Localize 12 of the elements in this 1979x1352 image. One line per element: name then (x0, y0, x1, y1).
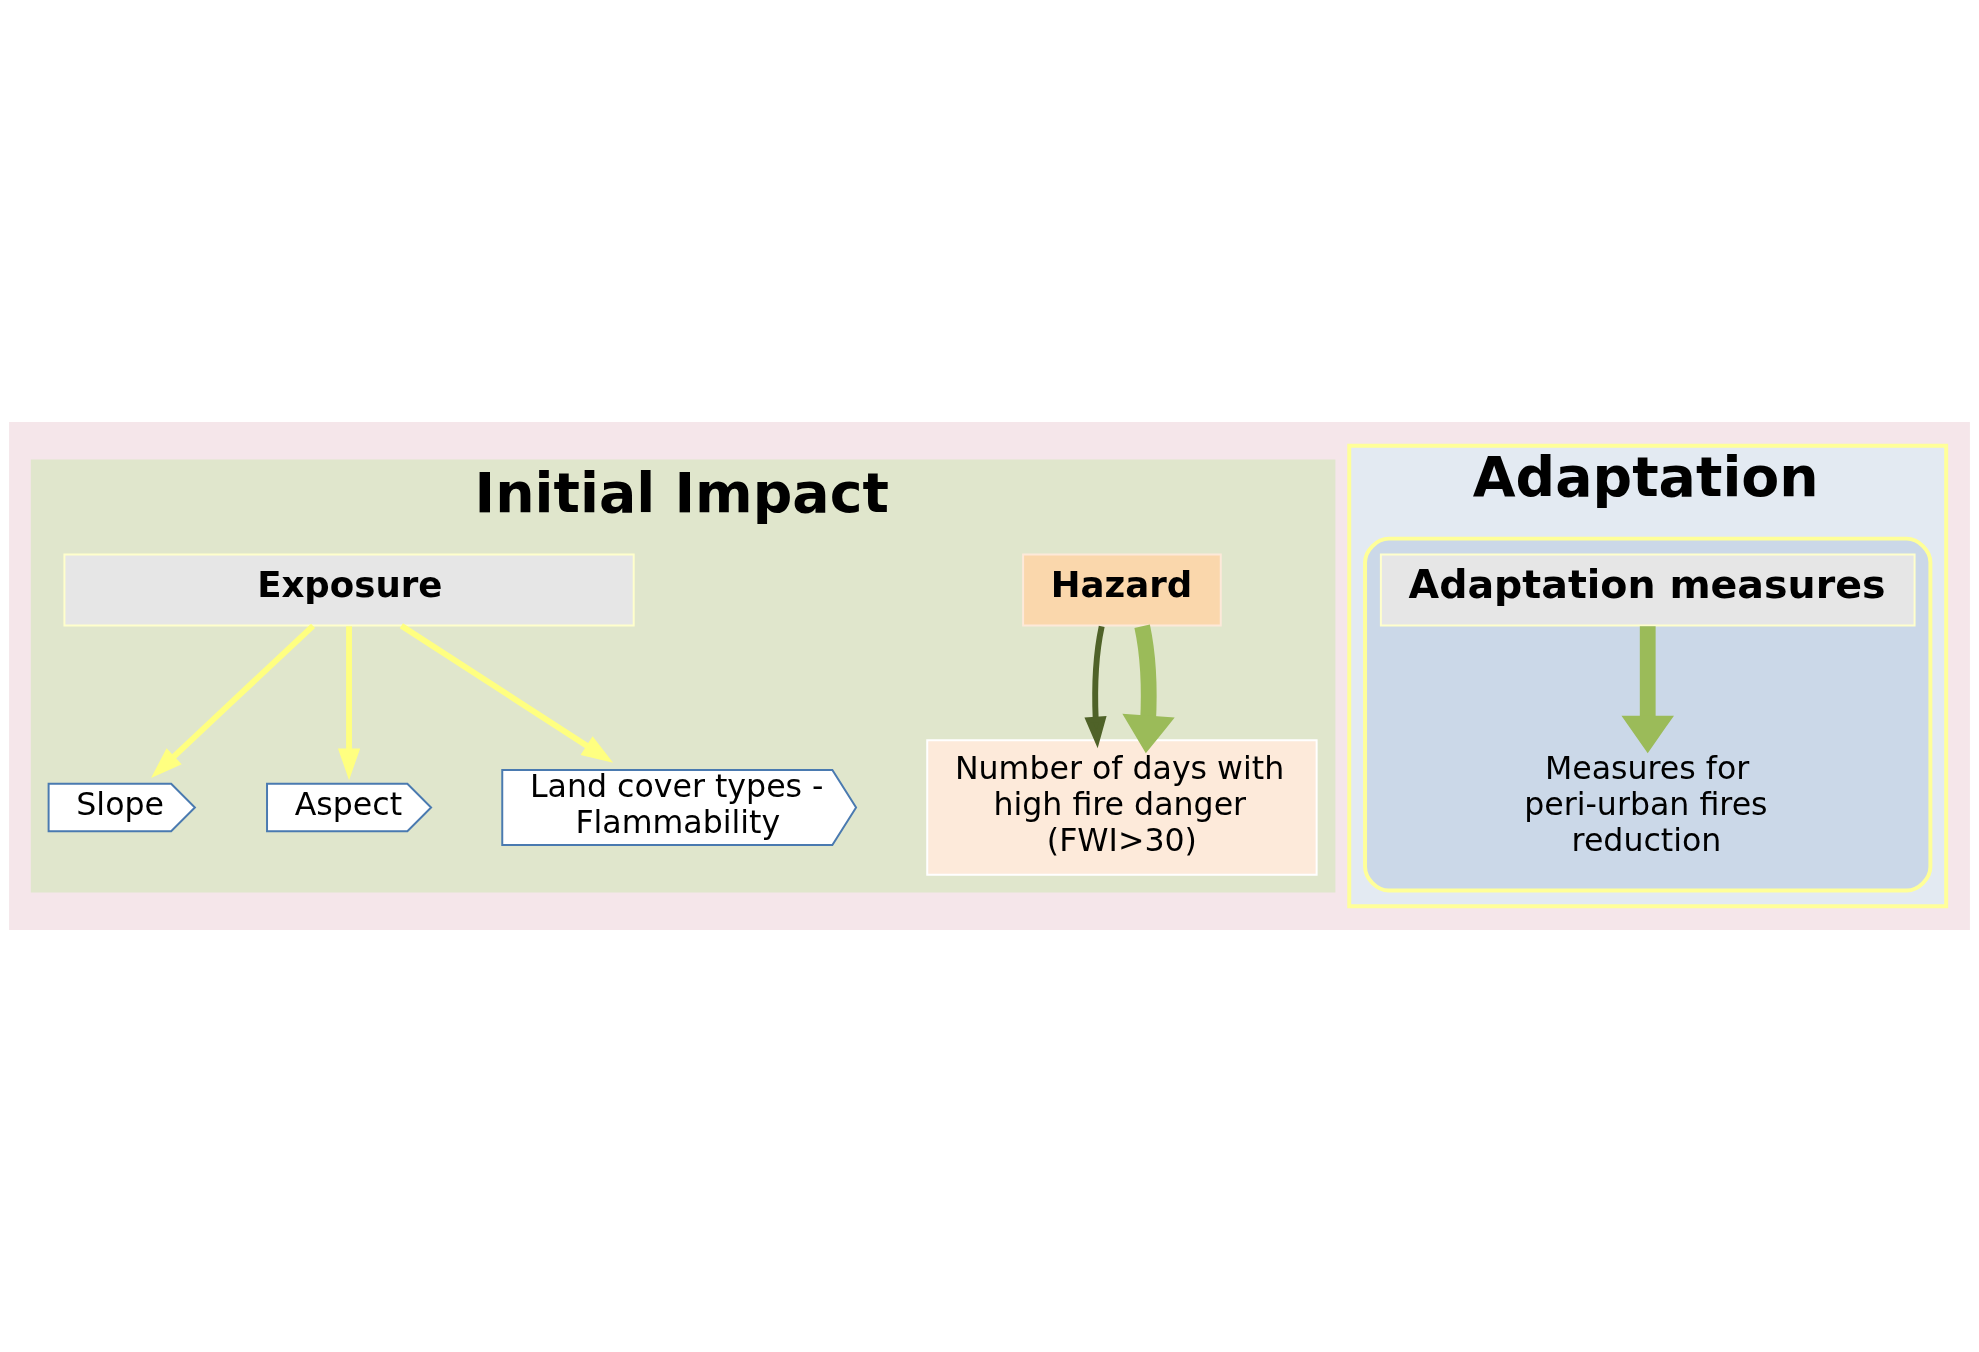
arrow (151, 623, 316, 778)
cluster (1363, 536, 1933, 893)
node-text: Measures for peri-urban fires reduction (1524, 750, 1768, 858)
arrow (399, 623, 614, 763)
arrow (1621, 626, 1674, 754)
node-box: Exposure (63, 553, 635, 627)
arrow (1122, 624, 1175, 754)
arrow (337, 626, 361, 781)
node-box: Number of days with high fire danger (FWI>30) (926, 739, 1318, 876)
node-box: Hazard (1022, 553, 1222, 627)
node-box: Adaptation measures (1379, 553, 1916, 627)
arrow (1084, 625, 1107, 749)
